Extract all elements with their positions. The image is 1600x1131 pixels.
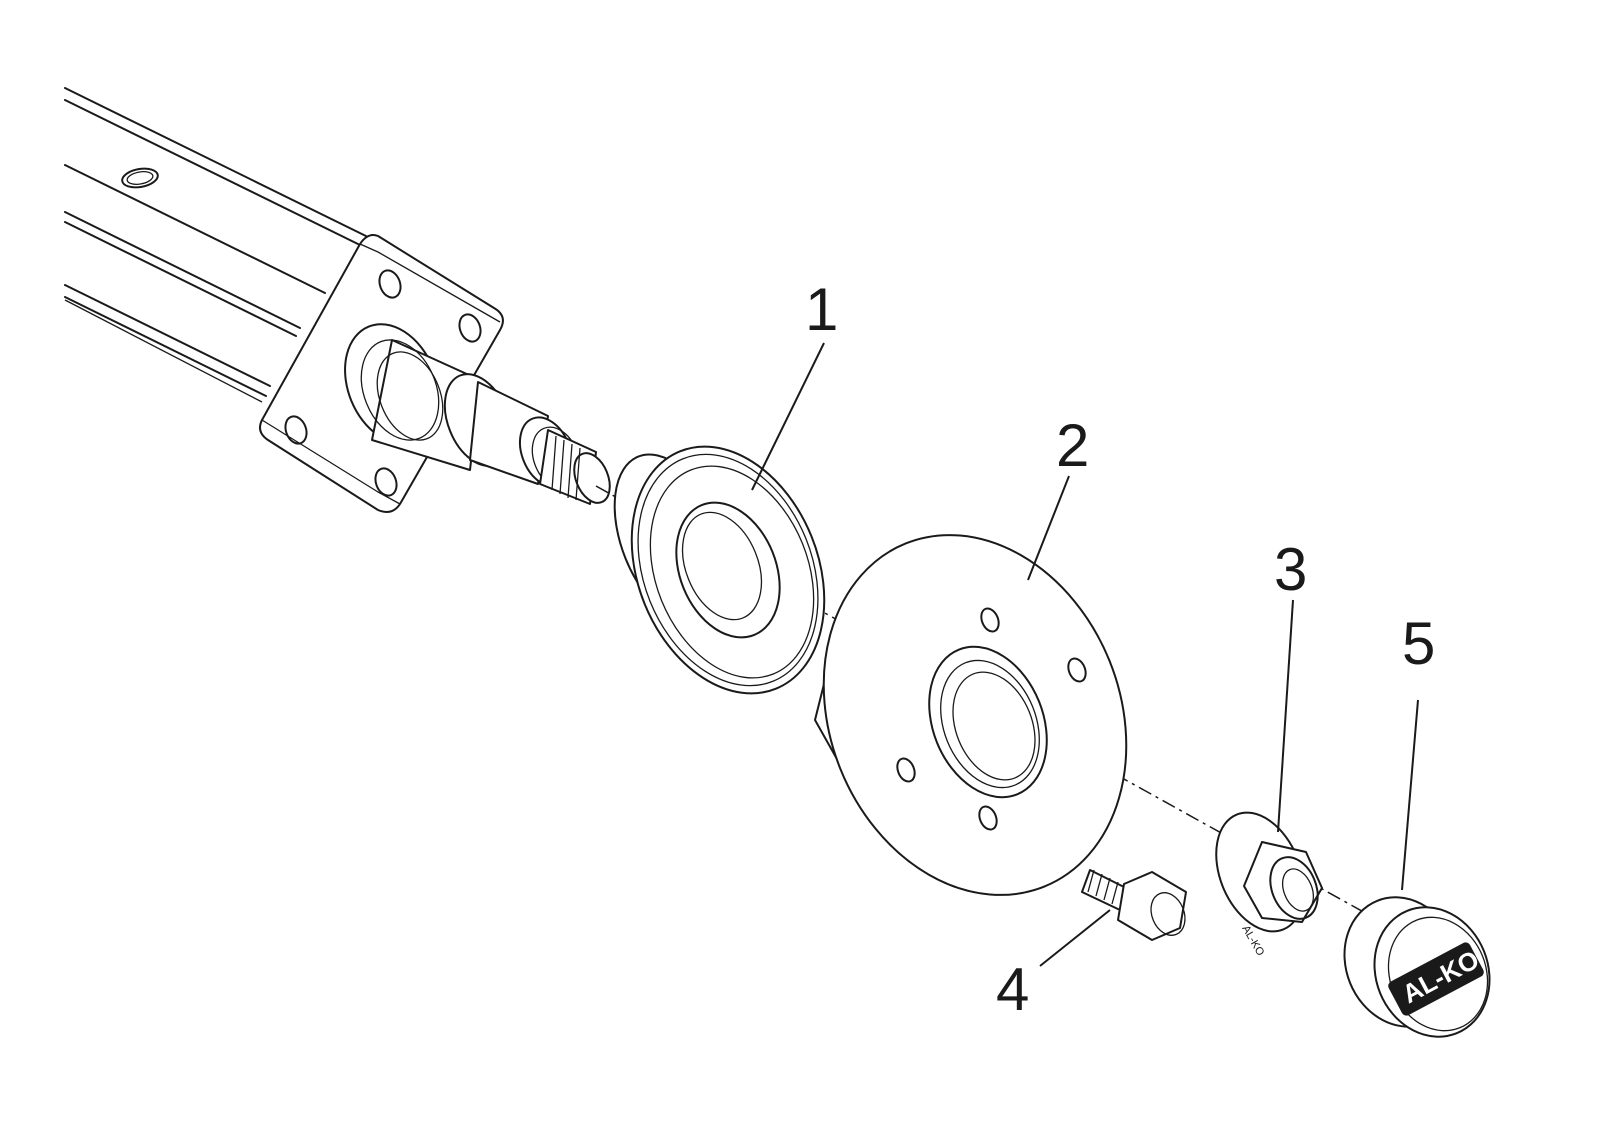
callout-2: 2: [1056, 412, 1089, 479]
flange-hole: [284, 415, 308, 445]
part-5-hub-cap: AL-KO: [1343, 896, 1491, 1038]
part-3-axle-nut: AL-KO: [1215, 811, 1323, 958]
leader-3: [1277, 599, 1294, 833]
beam-hole: [121, 167, 159, 189]
part-4-wheel-bolt: [1081, 869, 1187, 941]
part-1-bearing: [613, 445, 826, 695]
leader-5: [1401, 699, 1419, 891]
callout-3: 3: [1274, 536, 1307, 603]
flange-hole: [458, 313, 482, 343]
callout-4: 4: [996, 956, 1029, 1023]
leader-2: [1027, 475, 1070, 581]
hub-stud-hole: [896, 757, 916, 783]
flange-hole: [378, 269, 402, 299]
callout-leaders: [751, 342, 1419, 967]
leader-1: [751, 342, 825, 491]
stub-axle: [344, 323, 611, 505]
callout-5: 5: [1402, 610, 1435, 677]
hub-stud-hole: [1067, 657, 1087, 683]
hub-stud-hole: [980, 607, 1000, 633]
leader-4: [1039, 909, 1111, 967]
flange-hole: [374, 467, 398, 497]
al-ko-logo: [1388, 942, 1484, 1016]
hub-stud-hole: [978, 805, 998, 831]
part-2-hub: [814, 534, 1128, 896]
callout-1: 1: [805, 276, 838, 343]
axle-beam: [64, 87, 371, 403]
